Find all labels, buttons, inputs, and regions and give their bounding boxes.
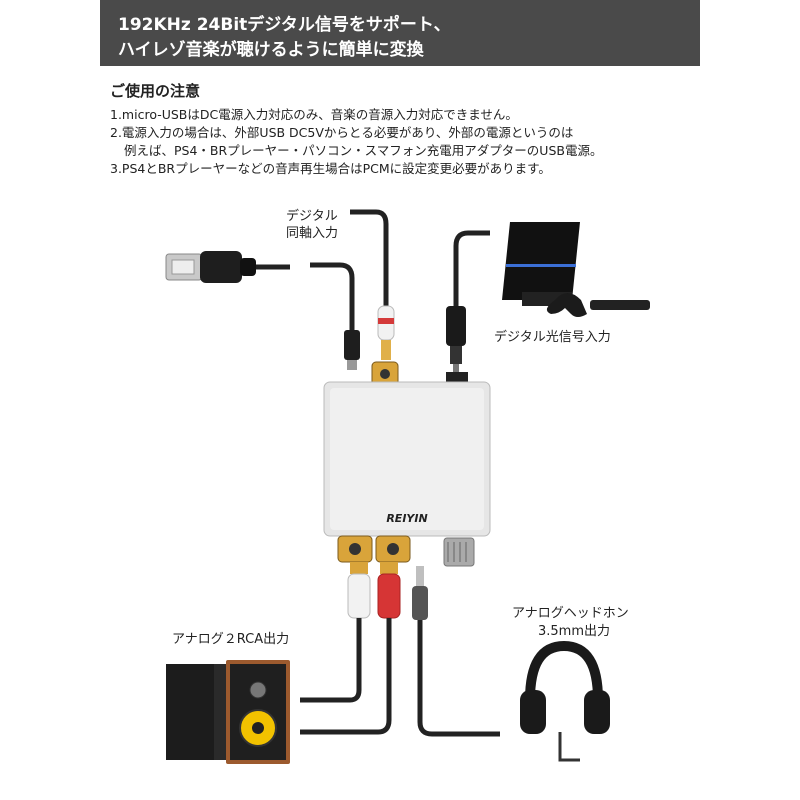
- banner-line-2: ハイレゾ音楽が聴けるように簡単に変換: [118, 40, 424, 60]
- note-item-1: 1.micro-USBはDC電源入力対応のみ、音楽の音源入力対応できません。: [110, 107, 518, 122]
- banner-line-1: 192KHz 24Bitデジタル信号をサポート、: [118, 15, 451, 35]
- coax-cable-icon: [350, 209, 395, 360]
- note-item-3: 3.PS4とBRプレーヤーなどの音声再生場合はPCMに設定変更必要があります。: [110, 161, 551, 176]
- label-optical: デジタル光信号入力: [494, 330, 611, 345]
- optical-cable-icon: [446, 230, 490, 374]
- label-coax-line2: 同軸入力: [286, 226, 339, 241]
- speakers-icon: [166, 660, 290, 764]
- label-headphone-line1: アナログヘッドホン: [512, 606, 629, 621]
- header-banner: 192KHz 24Bitデジタル信号をサポート、 ハイレゾ音楽が聴けるように簡単…: [100, 0, 700, 66]
- note-item-2: 2.電源入力の場合は、外部USB DC5Vからとる必要があり、外部の電源というの…: [110, 125, 574, 140]
- headphone-cable-icon: [412, 566, 500, 737]
- notes-title: ご使用の注意: [110, 82, 201, 100]
- label-coax-line1: デジタル: [286, 209, 338, 224]
- rca-cable-icon: [300, 562, 401, 735]
- note-item-2-continued: 例えば、PS4・BRプレーヤー・パソコン・スマフォン充電用アダプターのUSB電源…: [124, 143, 603, 158]
- ps4-console-icon: [502, 222, 650, 317]
- dac-device-icon: [323, 361, 491, 567]
- label-headphone-line2: 3.5mm出力: [538, 624, 611, 639]
- headphones-icon: [520, 640, 610, 762]
- label-rca: アナログ２RCA出力: [172, 632, 290, 647]
- device-brand-label: REIYIN: [386, 512, 427, 525]
- usb-cable-icon: [165, 251, 360, 370]
